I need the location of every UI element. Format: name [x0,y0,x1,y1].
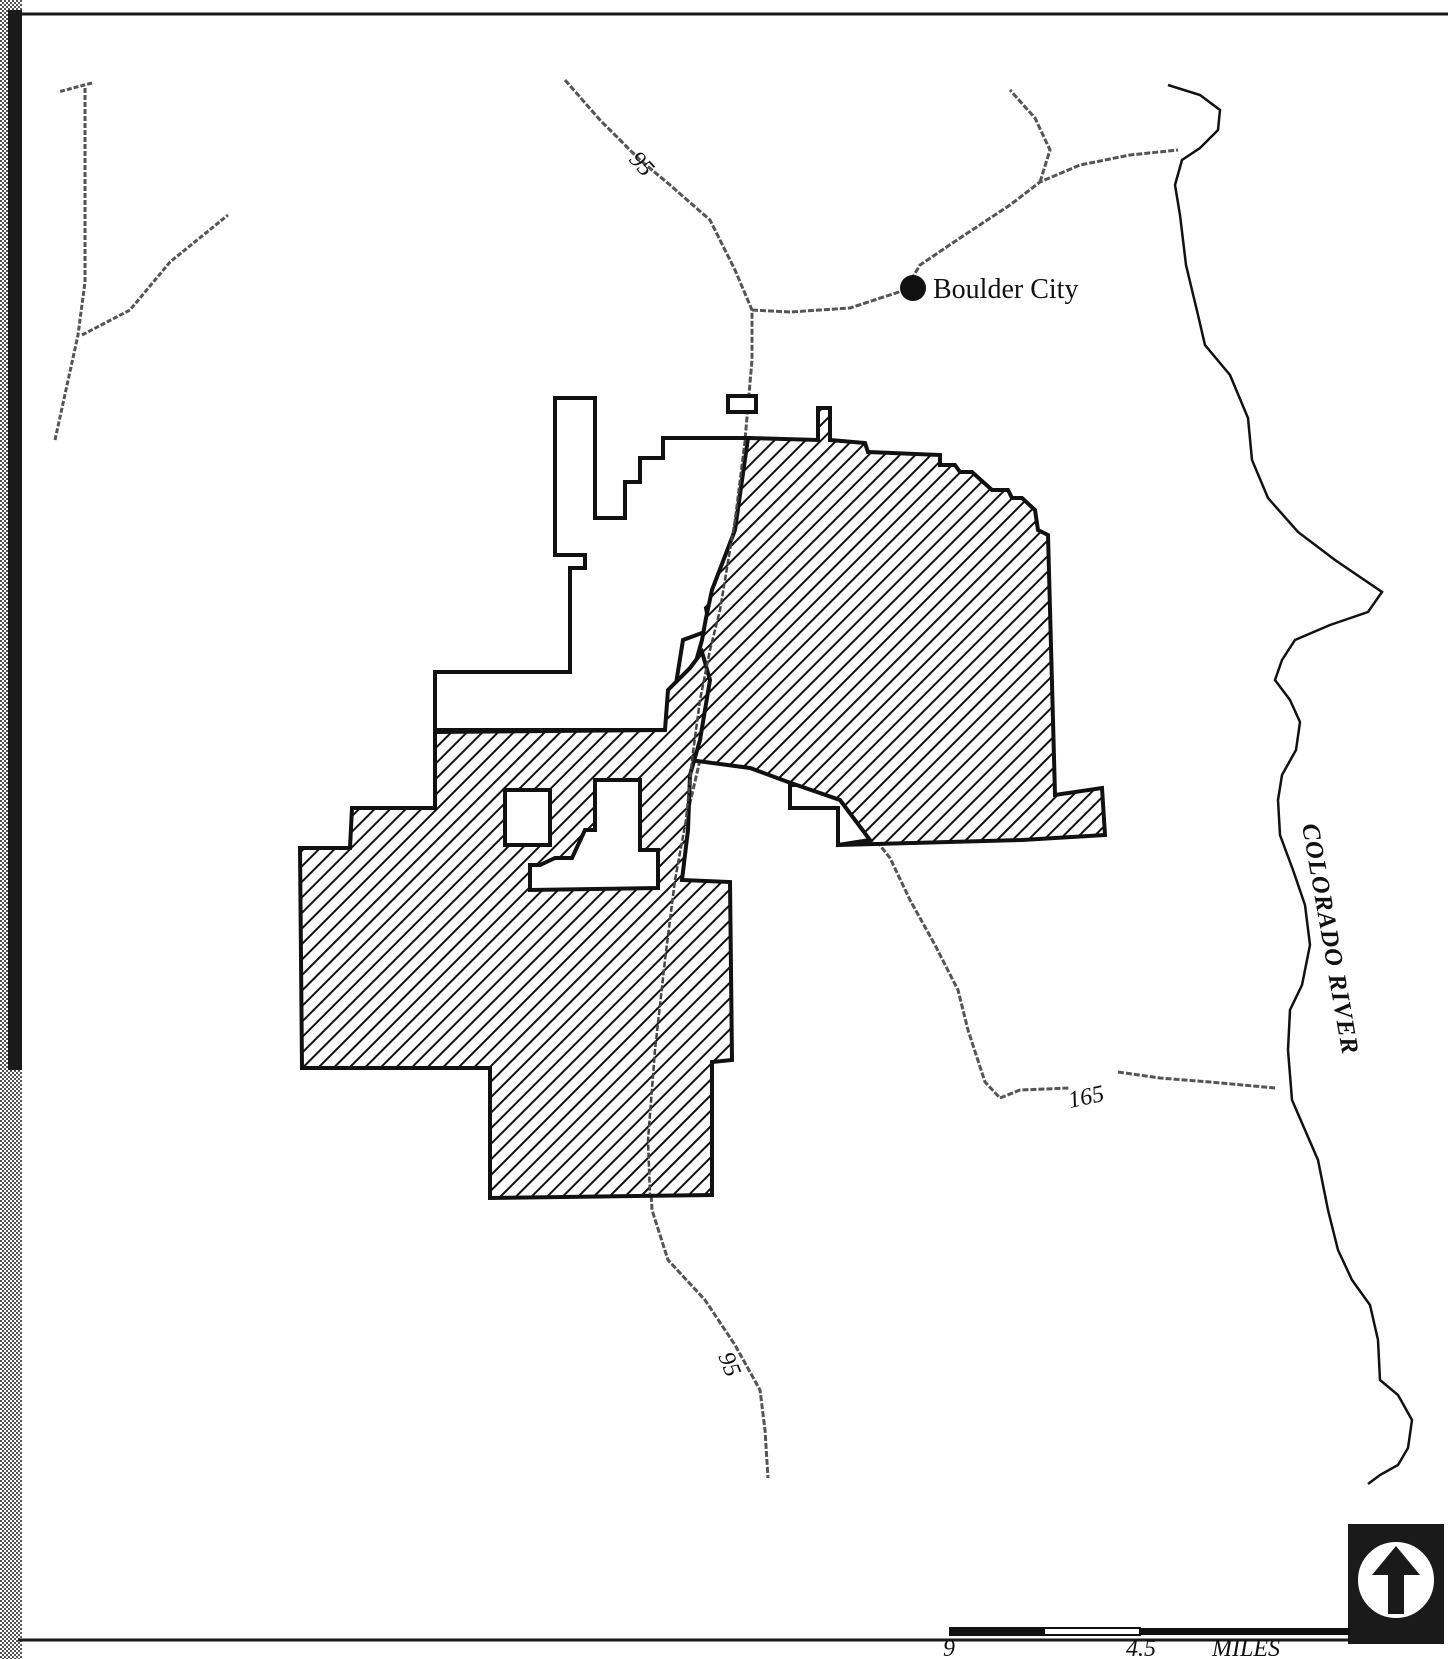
minor-roads [53,81,229,441]
scale-unit-label: MILES [1211,1636,1280,1659]
scale-tick-9: 9 [943,1636,955,1659]
boulder-city-dot-icon [900,275,926,301]
cutout-square [503,788,552,847]
parcel-cutouts [503,778,660,893]
colorado-river [1167,83,1414,1485]
cutout-notch [528,778,660,893]
boulder-city-road [751,89,1179,314]
north-arrow-icon [1348,1524,1444,1644]
highway-95-through-parcels [646,439,747,1196]
boulder-city-label: Boulder City [933,274,1078,305]
scale-bar: 9 4.5 MILES [943,1627,1350,1659]
small-parcel [726,394,758,414]
scale-tick-4-5: 4.5 [1126,1636,1156,1659]
